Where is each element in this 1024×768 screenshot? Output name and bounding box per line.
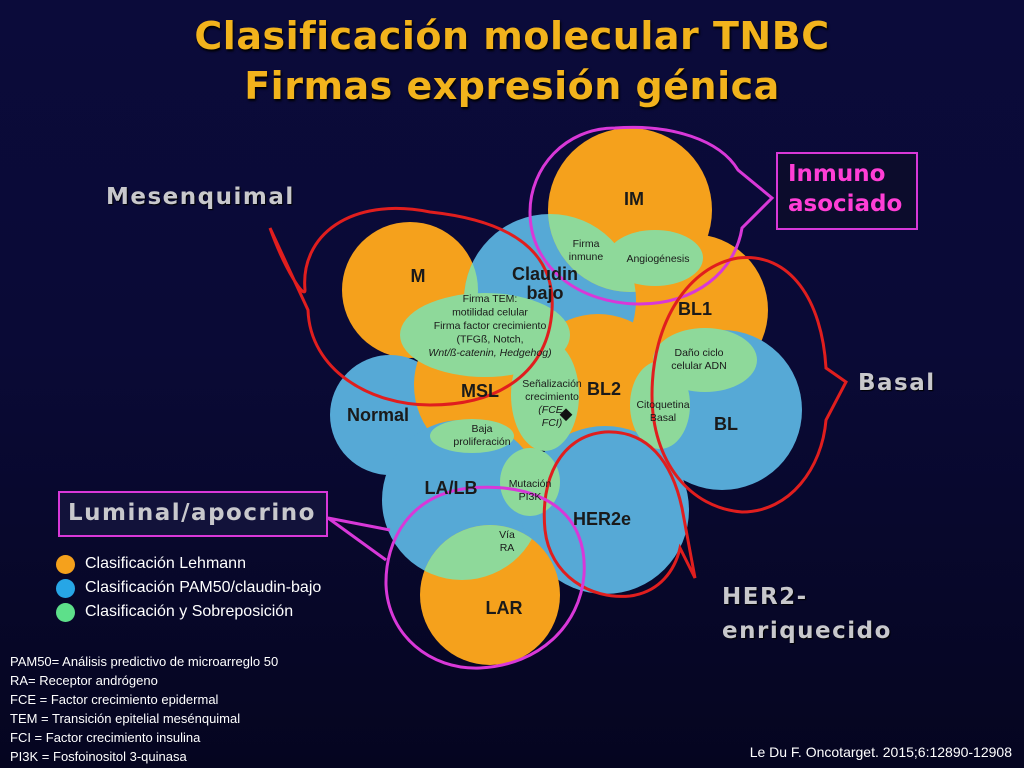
- subtype-label-lar: LAR: [486, 598, 523, 618]
- legend-label: Clasificación PAM50/claudin-bajo: [85, 579, 322, 596]
- overlap-senalizacion: [511, 339, 579, 451]
- slide-subtitle: Firmas expresión génica: [244, 64, 780, 108]
- callout-basal: [650, 256, 848, 514]
- abbreviation-item: FCE = Factor crecimiento epidermal: [10, 692, 219, 707]
- legend-label: Clasificación Lehmann: [85, 555, 246, 572]
- overlap-citoquetina: [630, 361, 690, 449]
- citation: Le Du F. Oncotarget. 2015;6:12890-12908: [749, 744, 1012, 760]
- group-label-her2: HER2- enriquecido: [722, 580, 892, 648]
- overlap-angiogenesis: [607, 230, 703, 286]
- group-label-her2-line: enriquecido: [722, 618, 892, 644]
- callout-her2: [542, 430, 697, 598]
- group-label-luminal: Luminal/apocrino: [58, 491, 328, 537]
- legend-item: Clasificación Lehmann: [56, 552, 321, 576]
- group-label-mesenquimal: Mesenquimal: [106, 184, 295, 210]
- callout-luminal: [327, 485, 586, 670]
- subtype-label-im: IM: [624, 189, 644, 209]
- group-label-inmuno-line: asociado: [788, 191, 903, 217]
- slide-title: Clasificación molecular TNBC: [194, 14, 830, 58]
- legend-item: Clasificación PAM50/claudin-bajo: [56, 576, 321, 600]
- subtype-label-bl: BL: [714, 414, 738, 434]
- subtype-label-msl: MSL: [461, 381, 499, 401]
- abbreviation-item: RA= Receptor andrógeno: [10, 673, 158, 688]
- group-label-her2-line: HER2-: [722, 584, 808, 610]
- group-label-inmuno-line: Inmuno: [788, 161, 886, 187]
- abbreviation-list: PAM50= Análisis predictivo de microarreg…: [10, 652, 278, 766]
- legend-label: Clasificación y Sobreposición: [85, 603, 294, 620]
- circle-her2e: [521, 426, 689, 594]
- abbreviation-item: PI3K = Fosfoinositol 3-quinasa: [10, 749, 187, 764]
- subtype-label-her2e: HER2e: [573, 509, 631, 529]
- overlap-label-angiogenesis: Angiogénesis: [626, 253, 689, 265]
- abbreviation-item: TEM = Transición epitelial mesénquimal: [10, 711, 241, 726]
- abbreviation-item: FCI = Factor crecimiento insulina: [10, 730, 201, 745]
- group-label-basal: Basal: [858, 370, 936, 396]
- legend-swatch: [56, 554, 75, 574]
- subtype-label-bl1: BL1: [678, 299, 712, 319]
- group-label-inmuno: Inmuno asociado: [776, 152, 918, 230]
- subtype-label-lalb: LA/LB: [425, 478, 478, 498]
- legend-item: Clasificación y Sobreposición: [56, 600, 321, 624]
- overlap-firma-inmune: [548, 214, 636, 292]
- callout-mesenquimal: [268, 206, 554, 407]
- subtype-label-normal: Normal: [347, 405, 409, 425]
- legend-swatch: [56, 578, 75, 598]
- overlap-baja-proliferacion: [430, 419, 514, 453]
- abbreviation-item: PAM50= Análisis predictivo de microarreg…: [10, 654, 279, 669]
- subtype-label-m: M: [411, 266, 426, 286]
- legend-swatch: [56, 602, 75, 622]
- subtype-label-bl2: BL2: [587, 379, 621, 399]
- callout-inmuno: [528, 125, 775, 306]
